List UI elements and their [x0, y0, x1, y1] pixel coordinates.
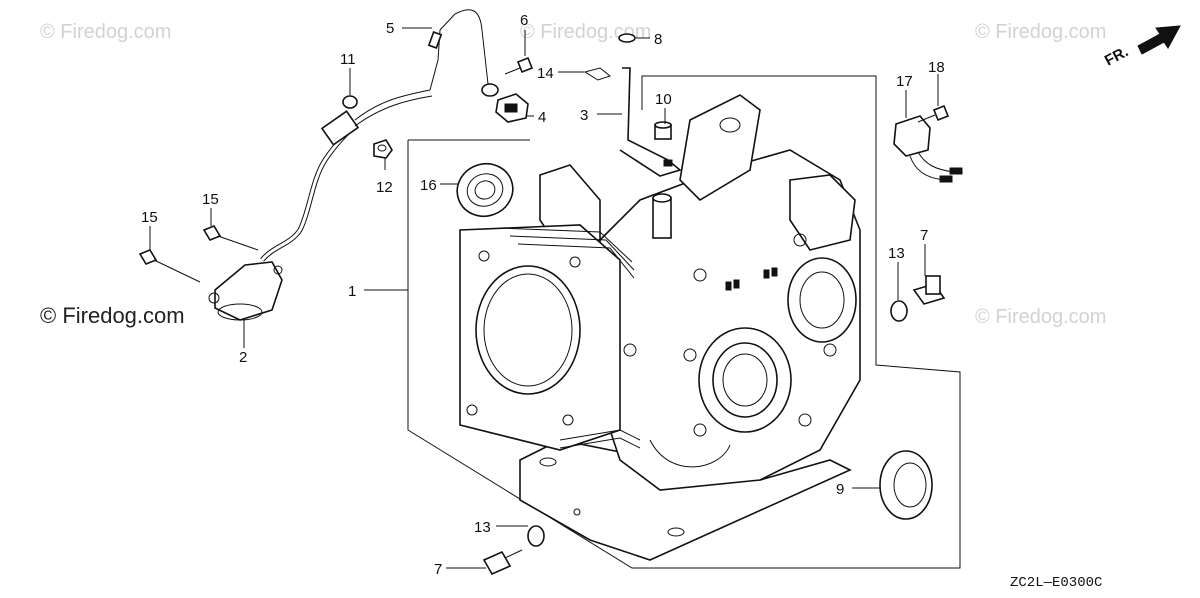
crankcase-group-bracket — [407, 75, 961, 569]
watermark-middle-left: © Firedog.com — [40, 303, 185, 328]
washer-13a-part — [890, 300, 908, 322]
bolt-7a-part — [912, 275, 946, 305]
clip-14-part — [583, 67, 612, 81]
grommet-part — [495, 93, 529, 123]
callout-9: 9 — [836, 481, 844, 498]
callout-13-right: 13 — [888, 245, 905, 262]
callout-12: 12 — [376, 179, 393, 196]
callout-14: 14 — [537, 65, 554, 82]
crankcase-part — [459, 94, 861, 561]
callout-7-right: 7 — [920, 227, 928, 244]
wire-harness-part — [260, 9, 499, 262]
bearing-16-part — [456, 162, 514, 218]
bolt-7b-part — [482, 549, 523, 576]
front-direction-arrow-icon: FR. — [1102, 25, 1181, 70]
callout-8: 8 — [654, 31, 662, 48]
callout-2: 2 — [239, 349, 247, 366]
callout-10: 10 — [655, 91, 672, 108]
bracket-part — [619, 67, 682, 177]
diagram-code: ZC2L—E0300C — [1010, 575, 1102, 591]
watermark-middle-right: © Firedog.com — [975, 306, 1106, 328]
callout-6: 6 — [520, 12, 528, 29]
bolt-15a-part — [138, 249, 201, 283]
callout-18: 18 — [928, 59, 945, 76]
callout-3: 3 — [580, 107, 588, 124]
callout-16: 16 — [420, 177, 437, 194]
bolt-6-part — [504, 56, 534, 75]
nut-12-part — [373, 139, 393, 159]
callout-13-bottom: 13 — [474, 519, 491, 536]
module-17-part — [893, 115, 963, 183]
callout-4: 4 — [538, 109, 546, 126]
callout-15-left: 15 — [141, 209, 158, 226]
oil-seal-9-part — [879, 450, 933, 520]
oil-level-switch-part — [208, 261, 283, 321]
callout-7-bottom: 7 — [434, 561, 442, 578]
direction-label: FR. — [1102, 43, 1131, 69]
cap-10-part — [654, 121, 672, 140]
callout-17: 17 — [896, 73, 913, 90]
callout-1: 1 — [348, 283, 356, 300]
callout-15-right: 15 — [202, 191, 219, 208]
watermark-top-right: © Firedog.com — [975, 21, 1106, 43]
callout-11: 11 — [340, 51, 356, 68]
bolt-15b-part — [202, 225, 259, 251]
callout-5: 5 — [386, 20, 394, 37]
washer-8-part — [618, 33, 636, 43]
leader-lines — [149, 27, 939, 569]
watermark-top-left: © Firedog.com — [40, 21, 171, 43]
o-ring-11-part — [342, 95, 358, 109]
washer-13b-part — [527, 525, 545, 547]
bolt-18-part — [917, 104, 950, 123]
